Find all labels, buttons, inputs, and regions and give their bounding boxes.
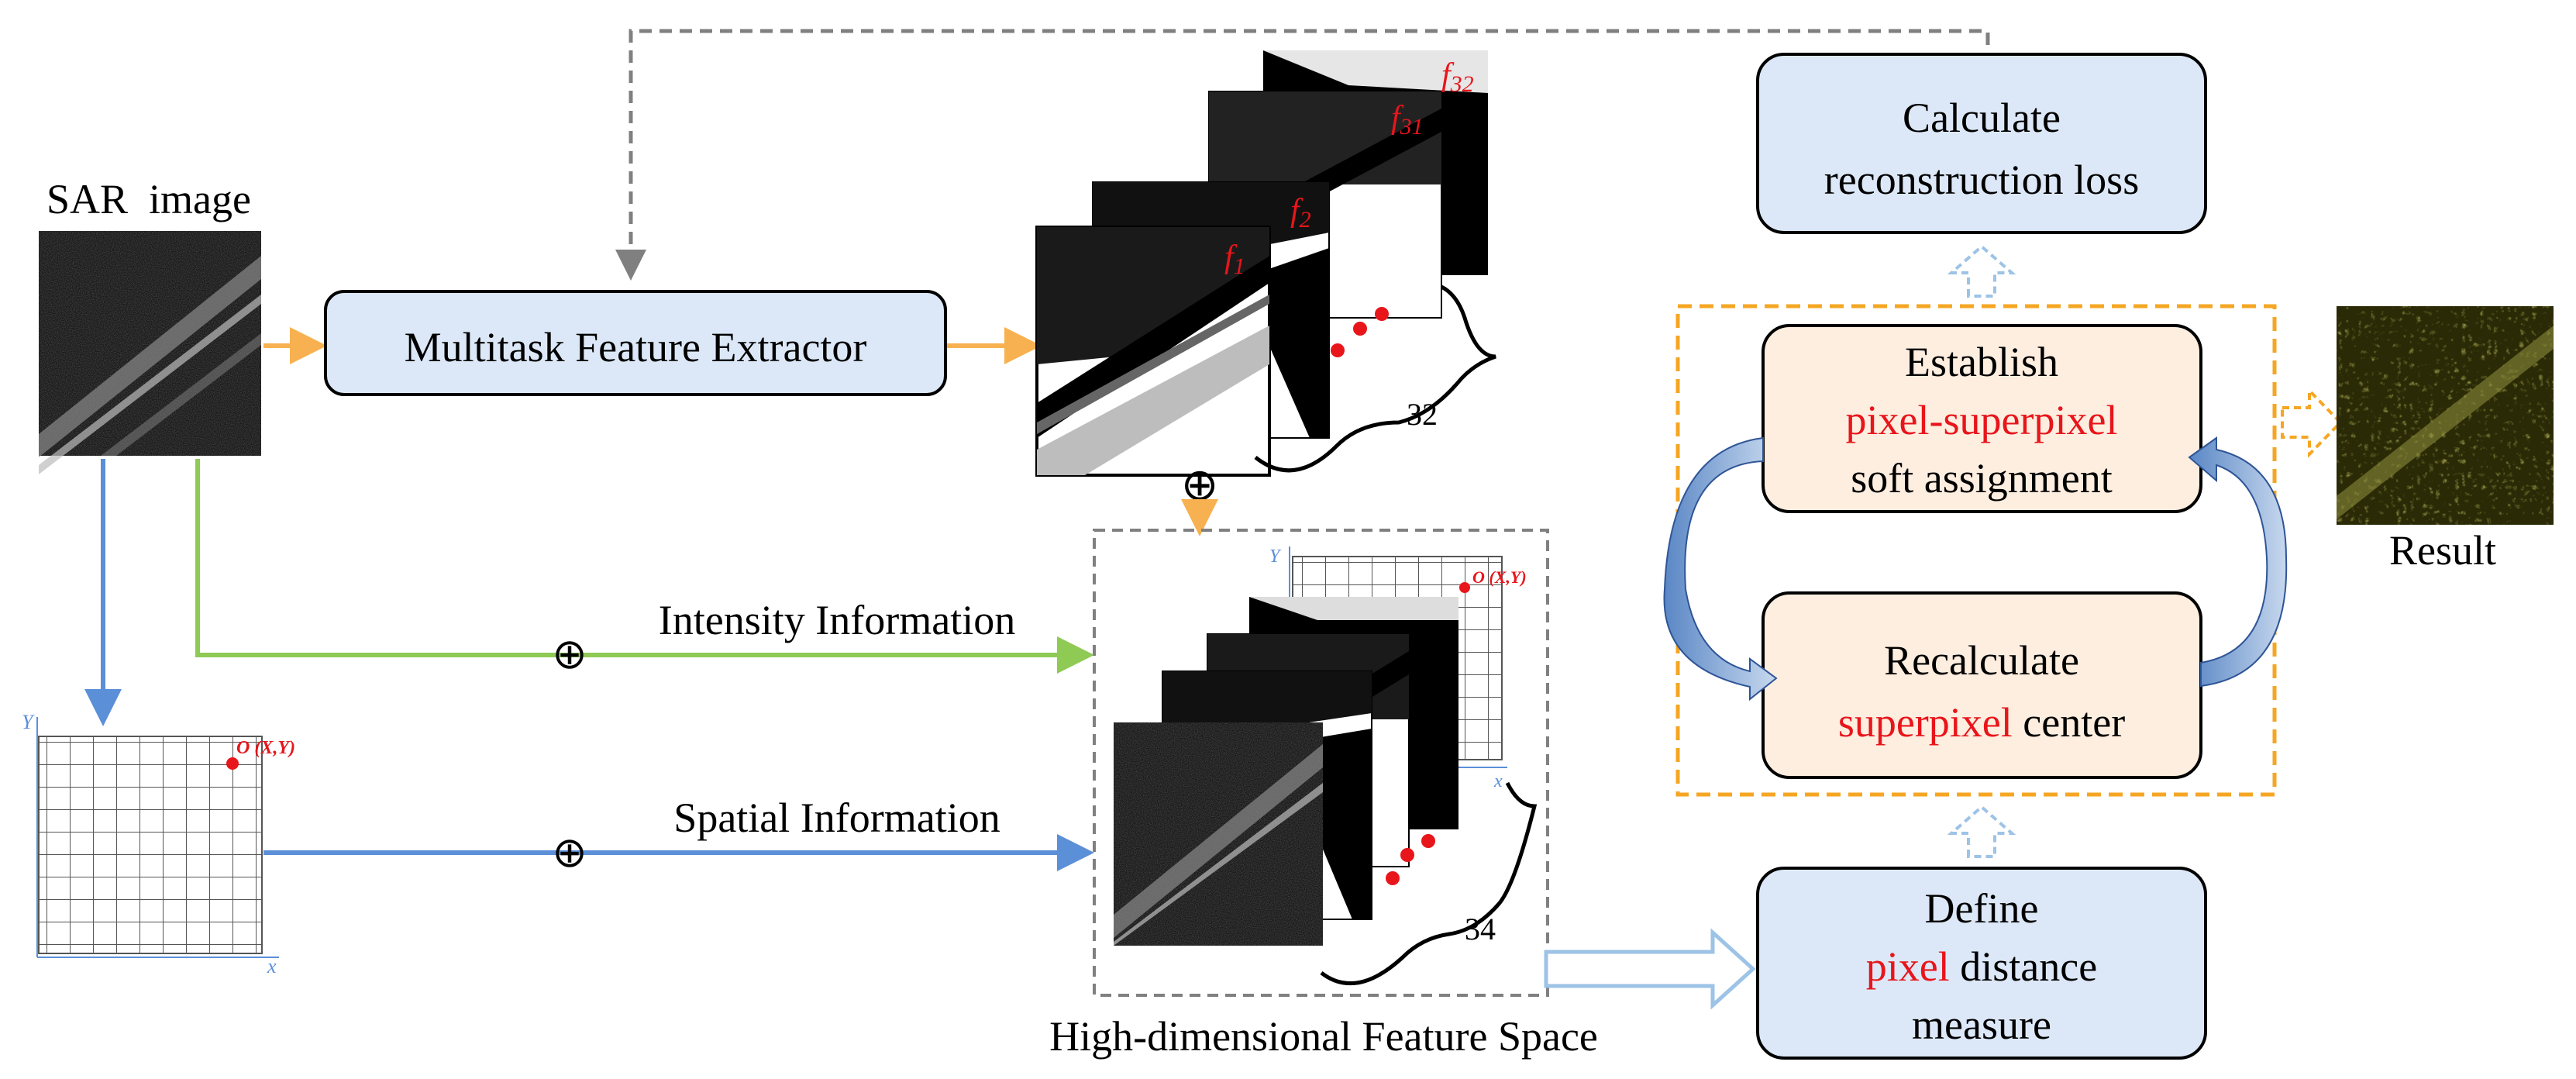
establish-soft-assignment-box: Establish pixel-superpixel soft assignme… [1762, 324, 2202, 513]
curved-arrow-establish-to-recalc [1663, 436, 1778, 702]
recalc-line2: superpixel center [1838, 699, 2125, 746]
hollow-arrow-up-to-loss [1947, 244, 2016, 298]
ellipsis-dot [1375, 307, 1389, 321]
establish-line3: soft assignment [1851, 455, 2112, 502]
hollow-arrow-to-define [1544, 928, 1756, 1010]
brace-32 [1254, 284, 1496, 473]
feature-extractor-label: Multitask Feature Extractor [405, 324, 867, 371]
feature-map-stack-32: f32 f31 f2 f1 32 [1035, 50, 1496, 477]
ellipsis-dot [1400, 848, 1414, 862]
establish-line2: pixel-superpixel [1846, 397, 2118, 443]
space-axis-y: Y [1269, 546, 1282, 567]
grid-axis-x: x [267, 955, 277, 977]
multitask-feature-extractor-box: Multitask Feature Extractor [324, 290, 947, 396]
origin-point [226, 757, 239, 770]
hollow-arrow-to-result [2281, 387, 2343, 458]
ellipsis-dot [1421, 834, 1435, 848]
establish-line1: Establish [1905, 339, 2058, 385]
ellipsis-dot [1386, 871, 1400, 885]
define-line3: measure [1912, 1001, 2051, 1048]
feedback-loop-arrow [615, 29, 1990, 281]
result-label: Result [2389, 527, 2496, 574]
concat-plus-symbol: ⊕ [1181, 460, 1219, 510]
calc-loss-line1: Calculate [1903, 95, 2061, 141]
ellipsis-dot [1331, 343, 1345, 357]
feature-stack-34: Y x O (X,Y) 34 [1114, 546, 1538, 986]
recalc-line1: Recalculate [1884, 637, 2079, 684]
spatial-information-label: Spatial Information [673, 795, 1000, 841]
space-origin-label: O (X,Y) [1472, 567, 1527, 587]
curved-arrow-recalc-to-establish [2188, 436, 2288, 688]
intensity-plus-symbol: ⊕ [552, 631, 587, 677]
intensity-information-label: Intensity Information [659, 597, 1015, 643]
result-superpixel-image [2337, 306, 2554, 525]
calc-loss-line2: reconstruction loss [1824, 157, 2139, 203]
brace-34 [1320, 781, 1538, 986]
count-34: 34 [1465, 912, 1496, 946]
define-line1: Define [1925, 885, 2039, 932]
ellipsis-dot [1353, 322, 1367, 336]
recalculate-center-box: Recalculate superpixel center [1762, 591, 2202, 779]
space-sar-layer [1114, 722, 1323, 946]
spatial-coordinate-grid: Y x O (X,Y) [22, 711, 295, 977]
origin-label: O (X,Y) [236, 738, 295, 758]
calculate-reconstruction-loss-box: Calculate reconstruction loss [1756, 53, 2207, 234]
spatial-plus-symbol: ⊕ [552, 829, 587, 876]
feature-map-f1 [1035, 226, 1271, 477]
hollow-arrow-up-from-define [1947, 805, 2016, 858]
intensity-information-arrow [195, 459, 1094, 674]
space-origin-point [1459, 582, 1470, 593]
high-dim-space-frame [1093, 529, 1549, 997]
count-32: 32 [1407, 397, 1438, 432]
sar-image [39, 231, 261, 474]
define-distance-measure-box: Define pixel distance measure [1756, 867, 2207, 1060]
define-line2: pixel distance [1866, 943, 2097, 990]
high-dim-space-label: High-dimensional Feature Space [1049, 1013, 1598, 1060]
sar-image-label: SAR image [46, 176, 251, 222]
space-axis-x: x [1493, 771, 1503, 791]
grid-axis-y: Y [22, 711, 35, 733]
